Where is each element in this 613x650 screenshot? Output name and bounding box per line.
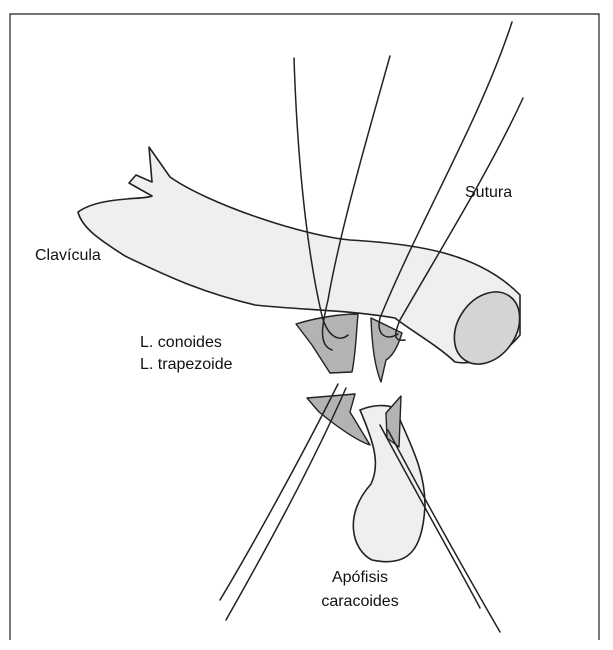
label-apofisis: Apófisis: [318, 566, 402, 590]
conoid-ligament-stump-lower: [307, 394, 370, 445]
label-ligaments: L. conoides L. trapezoide: [140, 332, 233, 376]
clavicle: [78, 147, 520, 363]
label-trapezoide: L. trapezoide: [140, 354, 233, 376]
conoid-ligament-stump-upper: [296, 314, 358, 373]
label-clavicula: Clavícula: [35, 246, 101, 266]
label-apofisis-caracoides: Apófisis caracoides: [318, 566, 402, 614]
label-sutura: Sutura: [465, 183, 512, 203]
label-conoides: L. conoides: [140, 332, 233, 354]
label-caracoides: caracoides: [318, 590, 402, 614]
